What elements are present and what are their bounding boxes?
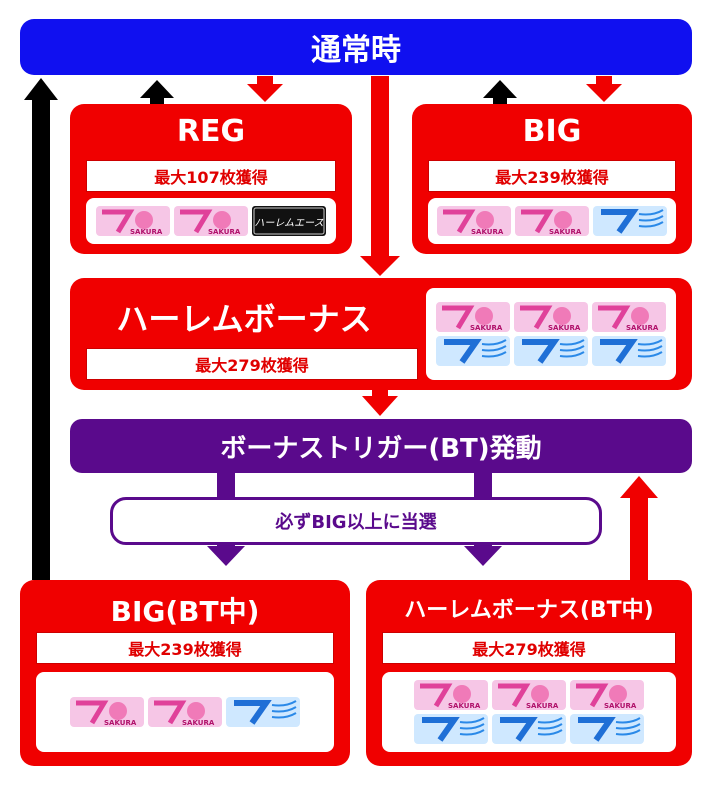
svg-text:SAKURA: SAKURA (626, 324, 659, 332)
guarantee-note: 必ずBIG以上に当選 (110, 497, 602, 545)
sakura-7-icon: SAKURA (96, 206, 170, 236)
harem-bt-payout: 最大279枚獲得 (382, 632, 676, 664)
big-payout: 最大239枚獲得 (428, 160, 676, 192)
harem-bonus-box: ハーレムボーナス 最大279枚獲得 SAKURA SAKURA SAKURA (70, 278, 692, 390)
svg-text:SAKURA: SAKURA (182, 719, 215, 727)
sakura-7-icon: SAKURA (514, 302, 588, 332)
guarantee-label: 必ずBIG以上に当選 (275, 512, 437, 533)
svg-text:SAKURA: SAKURA (208, 228, 241, 236)
svg-text:SAKURA: SAKURA (471, 228, 504, 236)
harem-bt-box: ハーレムボーナス(BT中) 最大279枚獲得 SAKURA SAKURA SAK… (366, 580, 692, 766)
sakura-7-icon: SAKURA (570, 680, 644, 710)
blue-7-icon (492, 714, 566, 744)
svg-text:SAKURA: SAKURA (604, 702, 637, 710)
big-bt-box: BIG(BT中) 最大239枚獲得 SAKURA SAKURA (20, 580, 350, 766)
bonus-trigger-label: ボーナストリガー(BT)発動 (220, 433, 542, 464)
harem-reels: SAKURA SAKURA SAKURA (426, 288, 676, 380)
blue-7-icon (592, 336, 666, 366)
arrow-down-to-big (586, 76, 622, 102)
svg-text:SAKURA: SAKURA (470, 324, 503, 332)
reg-box: REG 最大107枚獲得 SAKURA SAKURA ハーレムエース (70, 104, 352, 254)
svg-text:ハーレムエース: ハーレムエース (254, 218, 323, 229)
reg-title: REG (176, 114, 246, 149)
big-bt-title: BIG(BT中) (110, 595, 260, 628)
sakura-7-icon: SAKURA (515, 206, 589, 236)
reg-reels: SAKURA SAKURA ハーレムエース (86, 198, 336, 244)
arrow-up-return-left (24, 78, 58, 580)
harem-bt-reels: SAKURA SAKURA SAKURA (382, 672, 676, 752)
blue-7-icon (593, 206, 667, 236)
blue-7-icon (570, 714, 644, 744)
sakura-7-icon: SAKURA (592, 302, 666, 332)
svg-text:SAKURA: SAKURA (104, 719, 137, 727)
reg-payout: 最大107枚獲得 (86, 160, 336, 192)
sakura-7-icon: SAKURA (436, 302, 510, 332)
sakura-7-icon: SAKURA (148, 697, 222, 727)
harem-title: ハーレムボーナス (116, 300, 372, 338)
svg-text:SAKURA: SAKURA (526, 702, 559, 710)
sakura-7-icon: SAKURA (492, 680, 566, 710)
svg-text:SAKURA: SAKURA (448, 702, 481, 710)
arrow-down-to-harem (360, 76, 400, 276)
blue-7-icon (414, 714, 488, 744)
svg-text:SAKURA: SAKURA (130, 228, 163, 236)
big-bt-reels: SAKURA SAKURA (36, 672, 334, 752)
big-box: BIG 最大239枚獲得 SAKURA SAKURA (412, 104, 692, 254)
svg-text:SAKURA: SAKURA (548, 324, 581, 332)
sakura-7-icon: SAKURA (174, 206, 248, 236)
blue-7-icon (514, 336, 588, 366)
arrow-down-to-trigger (362, 390, 398, 416)
big-title: BIG (522, 114, 582, 149)
arrow-down-to-reg (247, 76, 283, 102)
big-bt-payout: 最大239枚獲得 (36, 632, 334, 664)
harem-ace-icon: ハーレムエース (252, 206, 326, 236)
harem-payout: 最大279枚獲得 (86, 348, 418, 380)
svg-text:SAKURA: SAKURA (549, 228, 582, 236)
normal-state-bar: 通常時 (20, 19, 692, 75)
sakura-7-icon: SAKURA (437, 206, 511, 236)
big-reels: SAKURA SAKURA (428, 198, 676, 244)
bonus-trigger-bar: ボーナストリガー(BT)発動 (70, 419, 692, 473)
normal-state-label: 通常時 (311, 33, 401, 68)
sakura-7-icon: SAKURA (70, 697, 144, 727)
harem-bt-title: ハーレムボーナス(BT中) (404, 598, 654, 623)
blue-7-icon (436, 336, 510, 366)
blue-7-icon (226, 697, 300, 727)
sakura-7-icon: SAKURA (414, 680, 488, 710)
arrow-up-loop-right (620, 476, 658, 580)
